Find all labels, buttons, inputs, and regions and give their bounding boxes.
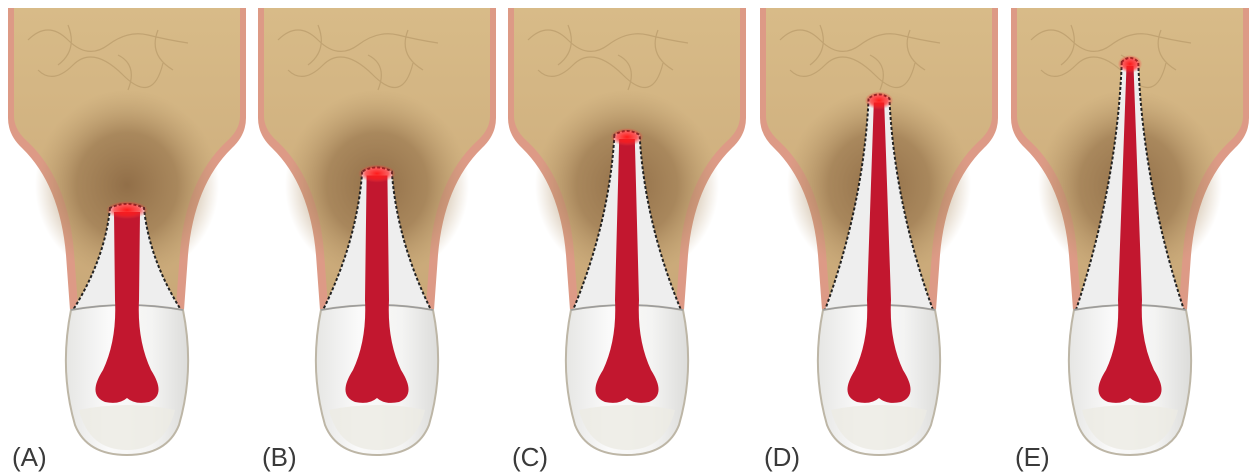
- apex-glow: [106, 201, 148, 219]
- apex-glow: [358, 165, 396, 183]
- panel-label: (D): [764, 442, 800, 472]
- panel-label: (E): [1015, 442, 1050, 472]
- panel: (B): [258, 8, 496, 472]
- apex-glow: [865, 92, 894, 110]
- panel-label: (C): [512, 442, 548, 472]
- panel: (E): [1011, 8, 1249, 472]
- panel: (D): [760, 8, 998, 472]
- apex-glow: [1118, 55, 1142, 73]
- panel: (A): [8, 8, 246, 472]
- panel: (C): [508, 8, 746, 472]
- apex-glow: [610, 128, 643, 146]
- panel-label: (A): [12, 442, 47, 472]
- panel-label: (B): [262, 442, 297, 472]
